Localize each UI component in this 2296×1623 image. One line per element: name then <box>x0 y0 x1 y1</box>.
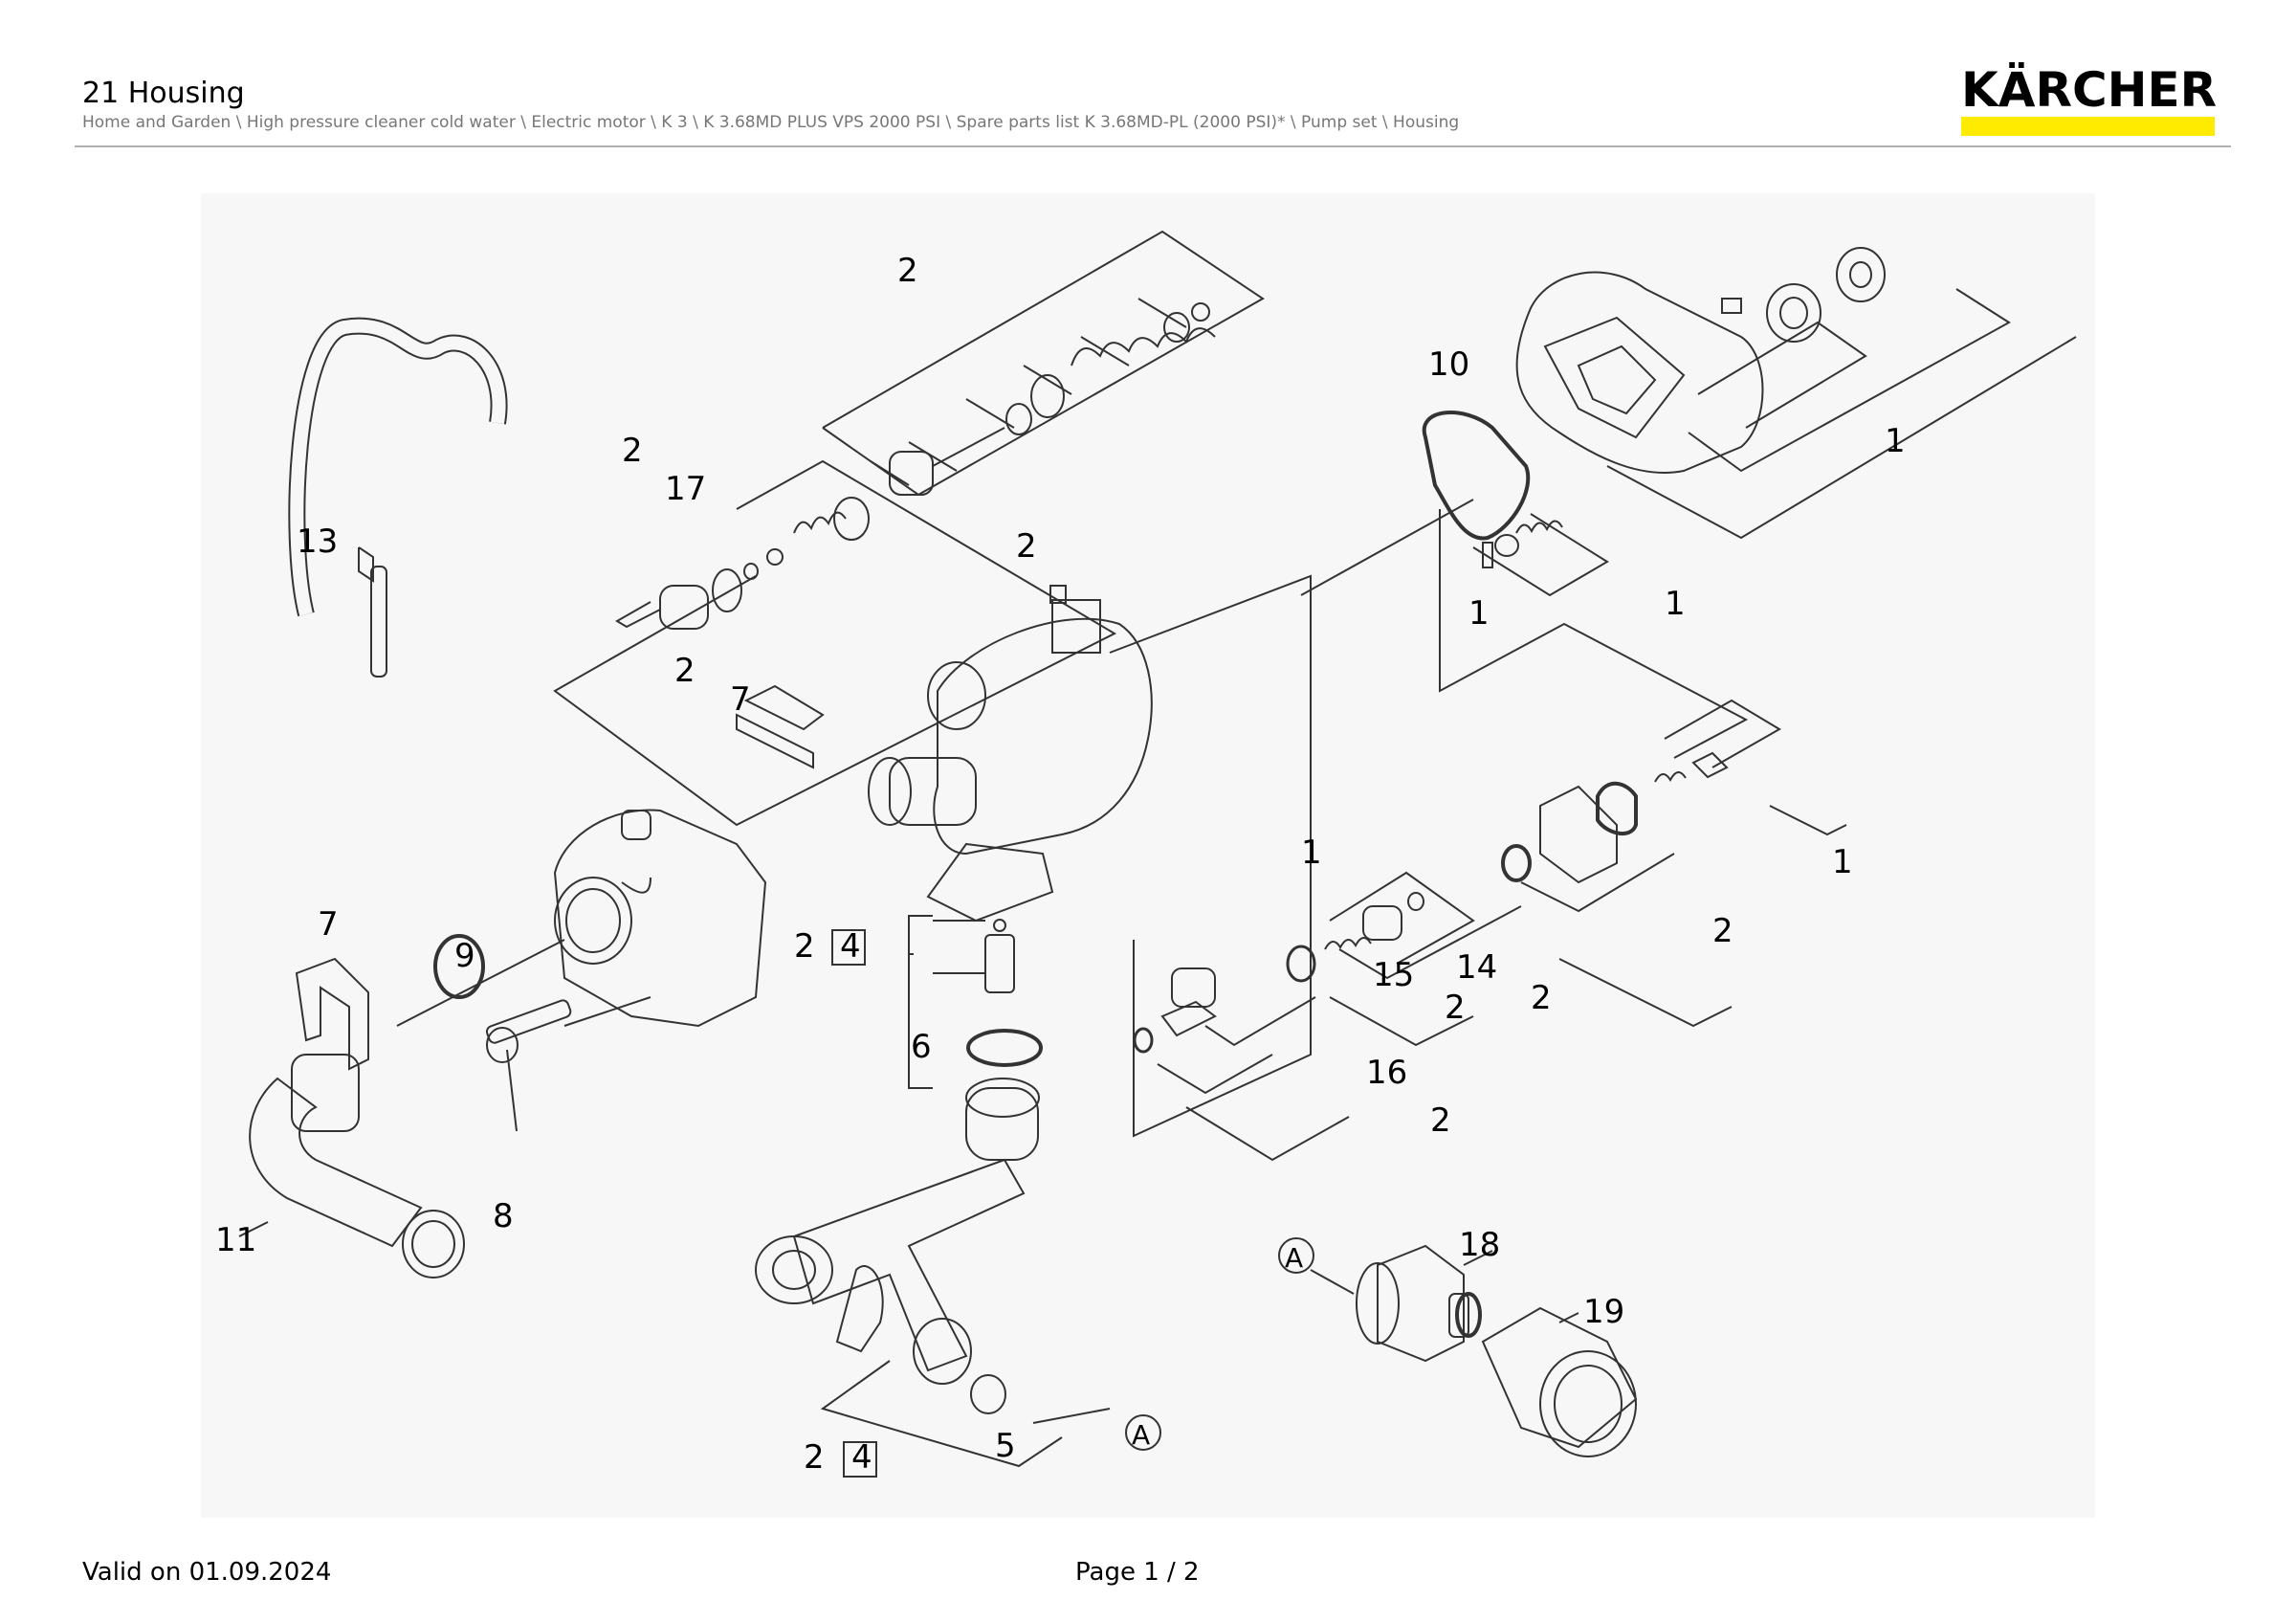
callout-2: 2 <box>1430 1101 1451 1140</box>
callout-box-4 <box>831 929 866 966</box>
page-number: Page 1 / 2 <box>1075 1558 1200 1587</box>
callout-14: 14 <box>1456 948 1497 987</box>
callout-1: 1 <box>1665 585 1686 623</box>
callout-2: 2 <box>622 432 643 470</box>
callout-1: 1 <box>1468 594 1490 633</box>
diagram-lines <box>238 230 2077 1468</box>
callout-2: 2 <box>804 1438 825 1477</box>
diagram-drawing: 2 2 17 13 2 2 7 10 1 1 1 1 1 2 14 15 2 2… <box>215 230 2077 1478</box>
callout-13: 13 <box>297 522 338 561</box>
callout-1: 1 <box>1301 834 1322 872</box>
callout-8: 8 <box>493 1197 514 1235</box>
callout-a: A <box>1285 1242 1303 1274</box>
callout-7: 7 <box>318 905 339 944</box>
callout-box-4 <box>843 1441 877 1478</box>
callout-18: 18 <box>1459 1226 1500 1264</box>
logo-wordmark: KÄRCHER <box>1961 62 2218 118</box>
page-title: 21 Housing <box>82 77 245 110</box>
callout-2: 2 <box>1712 912 1733 950</box>
callout-1: 1 <box>1832 843 1853 881</box>
callout-10: 10 <box>1428 345 1469 384</box>
callout-2: 2 <box>1531 979 1552 1017</box>
callout-17: 17 <box>665 470 706 508</box>
callout-4: 4 <box>840 927 861 966</box>
callout-6: 6 <box>911 1028 932 1066</box>
part-callouts: 2 2 17 13 2 2 7 10 1 1 1 1 1 2 14 15 2 2… <box>215 252 1906 1478</box>
header-divider <box>75 145 2231 147</box>
valid-date: Valid on 01.09.2024 <box>82 1558 332 1587</box>
callout-2: 2 <box>794 927 815 966</box>
callout-9: 9 <box>454 937 475 975</box>
callout-a: A <box>1132 1419 1150 1451</box>
logo-yellow-bar <box>1961 117 2215 136</box>
callout-2: 2 <box>674 652 695 690</box>
callout-7: 7 <box>730 680 751 719</box>
callout-2: 2 <box>1016 527 1037 566</box>
karcher-logo: KÄRCHER <box>1961 62 2218 138</box>
breadcrumb: Home and Garden \ High pressure cleaner … <box>82 113 1460 132</box>
callout-4: 4 <box>851 1438 872 1477</box>
callout-2: 2 <box>1445 989 1466 1027</box>
exploded-parts-diagram: 2 2 17 13 2 2 7 10 1 1 1 1 1 2 14 15 2 2… <box>201 193 2095 1518</box>
callout-2: 2 <box>897 252 918 290</box>
callout-15: 15 <box>1373 956 1414 994</box>
callout-11: 11 <box>215 1221 256 1259</box>
callout-5: 5 <box>995 1427 1016 1465</box>
callout-1: 1 <box>1885 422 1906 460</box>
callout-19: 19 <box>1583 1293 1624 1331</box>
callout-16: 16 <box>1366 1054 1407 1092</box>
